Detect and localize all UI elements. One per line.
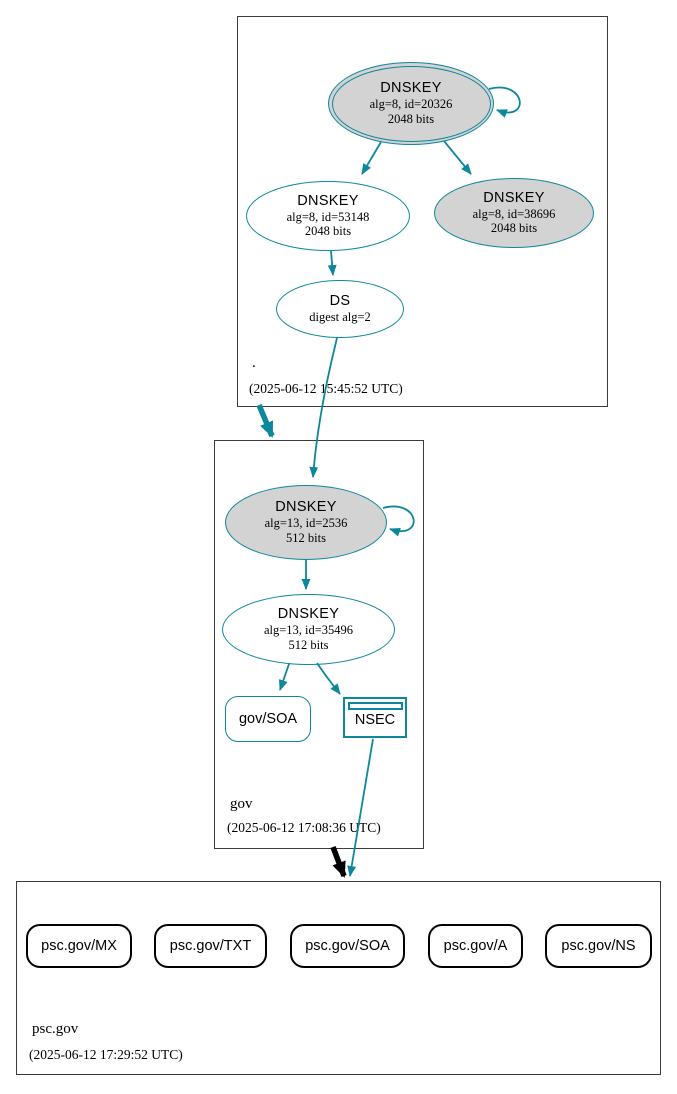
rrset-node-psc-gov-a: psc.gov/A [428, 924, 523, 968]
rrset-node-psc-gov-mx: psc.gov/MX [26, 924, 132, 968]
node-detail: digest alg=2 [309, 309, 371, 324]
node-label: psc.gov/A [443, 938, 508, 954]
zone-timestamp-root: (2025-06-12 15:45:52 UTC) [249, 381, 403, 396]
node-detail: alg=8, id=38696 [472, 206, 556, 221]
node-label: gov/SOA [238, 711, 298, 727]
dnskey-node-root-38696: DNSKEY alg=8, id=38696 2048 bits [434, 178, 594, 248]
zone-label-gov: gov [230, 796, 253, 812]
node-label: psc.gov/SOA [305, 938, 390, 954]
node-label: psc.gov/MX [41, 938, 117, 954]
node-size: 2048 bits [304, 224, 352, 239]
node-detail: alg=8, id=53148 [286, 209, 370, 224]
rrset-node-gov-soa: gov/SOA [225, 696, 311, 742]
node-label: psc.gov/TXT [169, 938, 252, 954]
node-label: NSEC [354, 711, 396, 728]
node-detail: alg=13, id=2536 [264, 516, 348, 531]
zone-label-root: . [252, 355, 256, 371]
node-title: DNSKEY [380, 80, 442, 97]
node-size: 512 bits [286, 530, 326, 545]
zone-box-psc-gov [16, 881, 661, 1075]
edge-root-zone-to-gov-zone [256, 403, 275, 438]
node-size: 512 bits [288, 637, 329, 652]
zone-timestamp-gov: (2025-06-12 17:08:36 UTC) [227, 820, 381, 835]
zone-label-psc-gov: psc.gov [32, 1021, 79, 1037]
node-label: psc.gov/NS [561, 938, 636, 954]
node-title: DS [329, 293, 351, 310]
rrset-node-psc-gov-soa: psc.gov/SOA [290, 924, 405, 968]
nsec-header-band [347, 701, 403, 710]
rrset-node-psc-gov-txt: psc.gov/TXT [154, 924, 267, 968]
dnskey-node-gov-ksk-2536: DNSKEY alg=13, id=2536 512 bits [225, 485, 387, 560]
rrset-node-psc-gov-ns: psc.gov/NS [545, 924, 652, 968]
node-size: 2048 bits [387, 111, 435, 126]
nsec-node: NSEC [343, 697, 407, 738]
node-detail: alg=13, id=35496 [263, 623, 354, 638]
node-title: DNSKEY [483, 189, 545, 206]
node-detail: alg=8, id=20326 [369, 97, 453, 112]
ds-node-gov: DS digest alg=2 [276, 280, 404, 338]
dnskey-node-root-zsk-53148: DNSKEY alg=8, id=53148 2048 bits [246, 181, 410, 251]
node-title: DNSKEY [297, 192, 359, 209]
node-size: 2048 bits [490, 221, 538, 236]
node-title: DNSKEY [275, 499, 337, 516]
edge-gov-zone-to-psc-zone [330, 846, 347, 878]
node-title: DNSKEY [277, 606, 340, 623]
zone-timestamp-psc-gov: (2025-06-12 17:29:52 UTC) [29, 1047, 183, 1062]
dnskey-node-gov-zsk-35496: DNSKEY alg=13, id=35496 512 bits [222, 594, 395, 665]
dnskey-node-root-ksk-20326: DNSKEY alg=8, id=20326 2048 bits [328, 62, 494, 145]
